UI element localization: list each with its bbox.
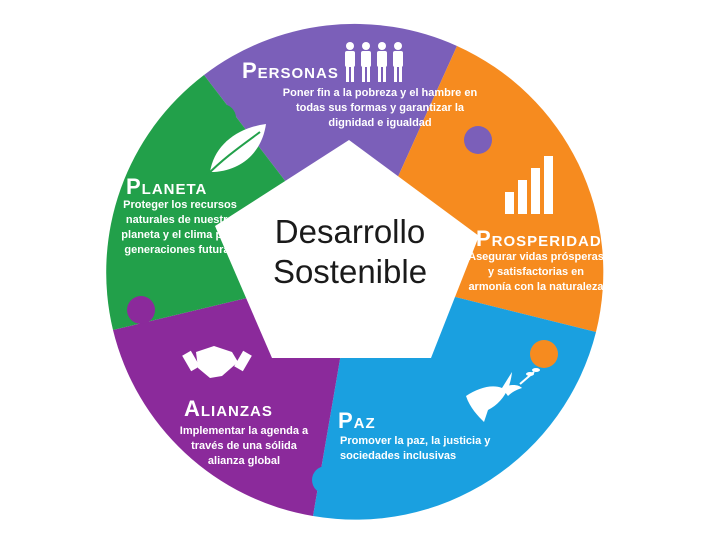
knob-personas-prosperidad	[464, 126, 492, 154]
planeta-description: Proteger los recursos naturales de nuest…	[121, 199, 239, 256]
knob-prosperidad-paz	[530, 340, 558, 368]
paz-description: Promover la paz, la justicia y sociedade…	[340, 435, 491, 462]
personas-title: Personas	[242, 58, 339, 83]
prosperidad-title: Prosperidad	[476, 226, 602, 251]
knob-alianzas-planeta	[127, 296, 155, 324]
dove-icon	[466, 368, 540, 422]
bar-chart-icon	[505, 156, 553, 214]
knob-planeta-personas	[208, 104, 236, 132]
center-pentagon	[215, 140, 479, 358]
knob-paz-alianzas	[312, 466, 340, 494]
paz-title: Paz	[338, 408, 376, 433]
alianzas-title: Alianzas	[184, 396, 273, 421]
center-title: Desarrollo Sostenible	[250, 212, 450, 292]
prosperidad-description: Asegurar vidas prósperas y satisfactoria…	[468, 251, 604, 293]
personas-description: Poner fin a la pobreza y el hambre en to…	[282, 87, 478, 129]
handshake-icon	[182, 346, 252, 378]
segment-personas	[204, 23, 457, 272]
alianzas-description: Implementar la agenda a través de una só…	[179, 425, 309, 467]
center-title-line1: Desarrollo	[274, 213, 426, 250]
leaf-icon	[205, 124, 266, 177]
center-title-line2: Sostenible	[272, 253, 428, 290]
planeta-title: Planeta	[126, 174, 208, 199]
people-icon	[345, 42, 403, 82]
